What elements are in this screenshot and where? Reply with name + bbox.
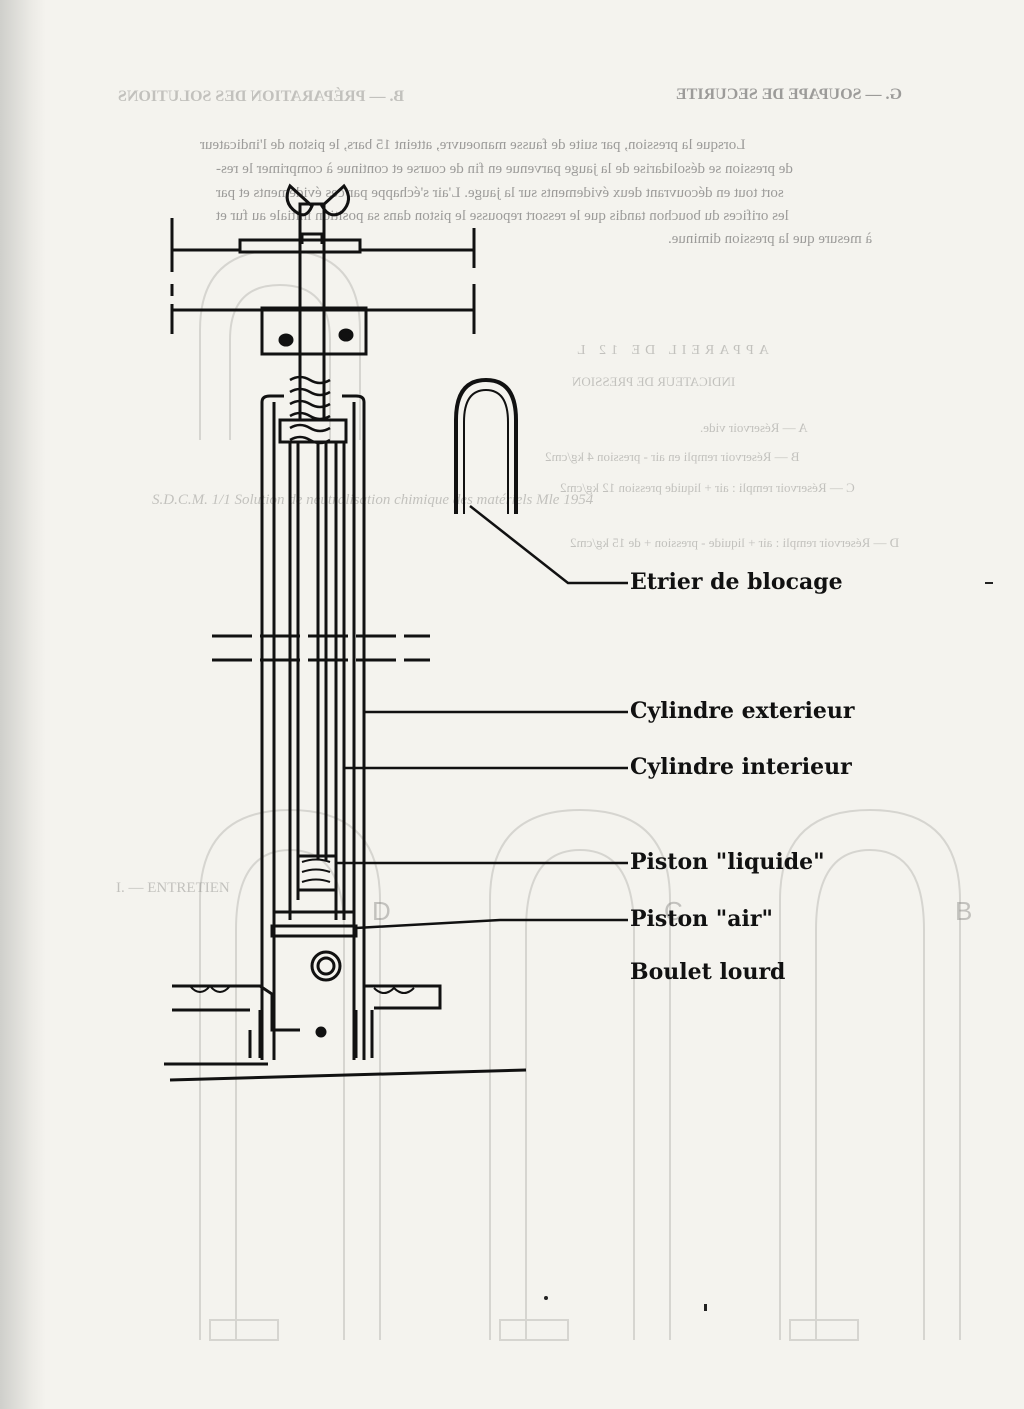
heavy-ball-base [172,950,442,1058]
callout-piston-liquide: Piston "liquide" [630,849,825,875]
wing-nut [285,183,350,244]
ink-speck [544,1296,548,1300]
air-piston [270,910,358,938]
blocking-stirrup [454,377,518,514]
inner-cylinder [288,442,346,920]
ghost-letter-d: D [372,896,391,926]
ghost-letter-b: B [955,896,973,926]
ghost-letter-c: C [664,896,683,926]
ground-line [169,1068,527,1082]
clamp-bar-section [212,634,430,662]
callout-cylindre-interieur: Cylindre interieur [630,754,852,780]
ghost-indicator-a-inner [229,283,331,440]
liquid-piston [296,854,338,892]
leader-piston-air [355,918,628,930]
leader-etrier [469,505,628,585]
callout-cylindre-exterieur: Cylindre exterieur [630,698,855,724]
ghost-entretien-title: I. — ENTRETIEN [116,880,230,896]
callout-piston-air: Piston "air" [630,906,773,932]
ghost-indicator-c [489,808,671,1340]
outer-cylinder [260,394,366,1060]
callout-boulet-lourd: Boulet lourd [630,959,786,985]
ink-speck [704,1304,707,1311]
ghost-indicator-d [779,808,961,1340]
central-rod [298,230,326,420]
page-binding-shadow [0,0,46,1409]
callout-etrier-de-blocage: Etrier de blocage [630,569,843,595]
ink-speck [985,582,993,584]
